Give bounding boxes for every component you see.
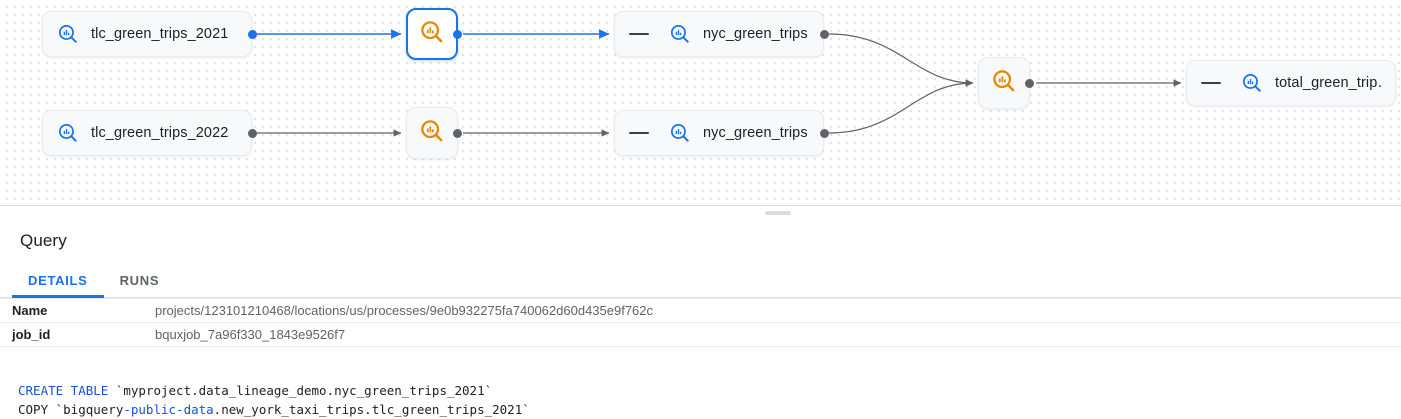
collapse-toggle-icon[interactable]: [1201, 82, 1221, 84]
tab-details[interactable]: DETAILS: [12, 273, 104, 298]
collapse-toggle-icon[interactable]: [629, 132, 649, 134]
sql-text: COPY `bigquery: [18, 402, 124, 417]
sql-text: .new_york_taxi_trips.tlc_green_trips_202…: [213, 402, 530, 417]
bigquery-table-icon: [57, 23, 79, 45]
tab-runs[interactable]: RUNS: [119, 273, 160, 288]
panel-resize-handle[interactable]: [0, 205, 1401, 220]
properties-table: Name projects/123101210468/locations/us/…: [0, 298, 1401, 347]
edge-nyc2022-merge: [828, 79, 974, 134]
node-label: total_green_trip…: [1275, 75, 1381, 91]
bigquery-process-icon: [419, 19, 445, 50]
node-nyc-green-trips-2021[interactable]: nyc_green_trips…: [614, 11, 824, 57]
sql-code-block: CREATE TABLE `myproject.data_lineage_dem…: [0, 363, 1401, 419]
edge-nyc2021-merge: [828, 33, 974, 87]
node-label: nyc_green_trips…: [703, 125, 809, 141]
drag-grip-icon[interactable]: [765, 211, 791, 215]
bigquery-table-icon: [669, 122, 691, 144]
node-tlc-green-trips-2021[interactable]: tlc_green_trips_2021: [42, 11, 252, 57]
node-process-query-2021[interactable]: [406, 8, 458, 60]
port-out-process-merge[interactable]: [1025, 79, 1034, 88]
node-tlc-green-trips-2022[interactable]: tlc_green_trips_2022: [42, 110, 252, 156]
property-value: bquxjob_7a96f330_1843e9526f7: [155, 327, 346, 342]
page-title: Query: [20, 231, 67, 250]
details-panel: Query DETAILS RUNS Name projects/1231012…: [0, 219, 1401, 417]
bigquery-table-icon: [1241, 72, 1263, 94]
tab-bar: DETAILS RUNS: [0, 263, 1401, 298]
lineage-graph-canvas[interactable]: tlc_green_trips_2021 tlc_green_trips_202…: [0, 0, 1401, 205]
port-out-nyc-green-trips-2022[interactable]: [820, 129, 829, 138]
property-key: job_id: [12, 327, 51, 342]
port-out-tlc-green-trips-2022[interactable]: [248, 129, 257, 138]
bigquery-table-icon: [57, 122, 79, 144]
bigquery-table-icon: [669, 23, 691, 45]
sql-text: `myproject.data_lineage_demo.nyc_green_t…: [108, 383, 493, 398]
node-total-green-trips[interactable]: total_green_trip…: [1186, 60, 1396, 106]
property-value: projects/123101210468/locations/us/proce…: [155, 303, 654, 318]
port-out-process-query-2021[interactable]: [453, 30, 462, 39]
bigquery-process-icon: [991, 68, 1017, 99]
sql-keyword: CREATE TABLE: [18, 383, 109, 398]
node-process-query-2022[interactable]: [406, 107, 458, 159]
table-row: job_id bquxjob_7a96f330_1843e9526f7: [0, 323, 1401, 347]
node-process-merge[interactable]: [978, 57, 1030, 109]
property-key: Name: [12, 303, 48, 318]
port-out-nyc-green-trips-2021[interactable]: [820, 30, 829, 39]
bigquery-process-icon: [419, 118, 445, 149]
node-label: tlc_green_trips_2021: [91, 26, 229, 42]
sql-highlight: -public-data: [123, 402, 214, 417]
node-nyc-green-trips-2022[interactable]: nyc_green_trips…: [614, 110, 824, 156]
table-row: Name projects/123101210468/locations/us/…: [0, 298, 1401, 323]
node-label: nyc_green_trips…: [703, 26, 809, 42]
port-out-process-query-2022[interactable]: [453, 129, 462, 138]
node-label: tlc_green_trips_2022: [91, 125, 229, 141]
collapse-toggle-icon[interactable]: [629, 33, 649, 35]
port-out-tlc-green-trips-2021[interactable]: [248, 30, 257, 39]
